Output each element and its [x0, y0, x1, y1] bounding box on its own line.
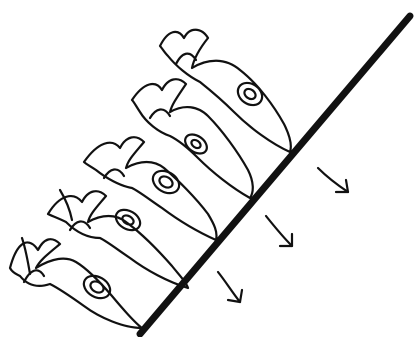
cell-outline-icon [160, 30, 291, 152]
cell-outline-icon [48, 190, 188, 288]
nucleus-icon [149, 166, 183, 197]
arrow-icon [266, 216, 292, 246]
arrow-icon [218, 272, 242, 302]
nucleus-icon [234, 78, 267, 109]
nucleus-icon [112, 206, 144, 235]
nucleus-icon [182, 131, 211, 158]
nucleus-icon [80, 271, 114, 302]
cell-outline-icon [132, 79, 253, 198]
arrow-icon [318, 168, 348, 192]
